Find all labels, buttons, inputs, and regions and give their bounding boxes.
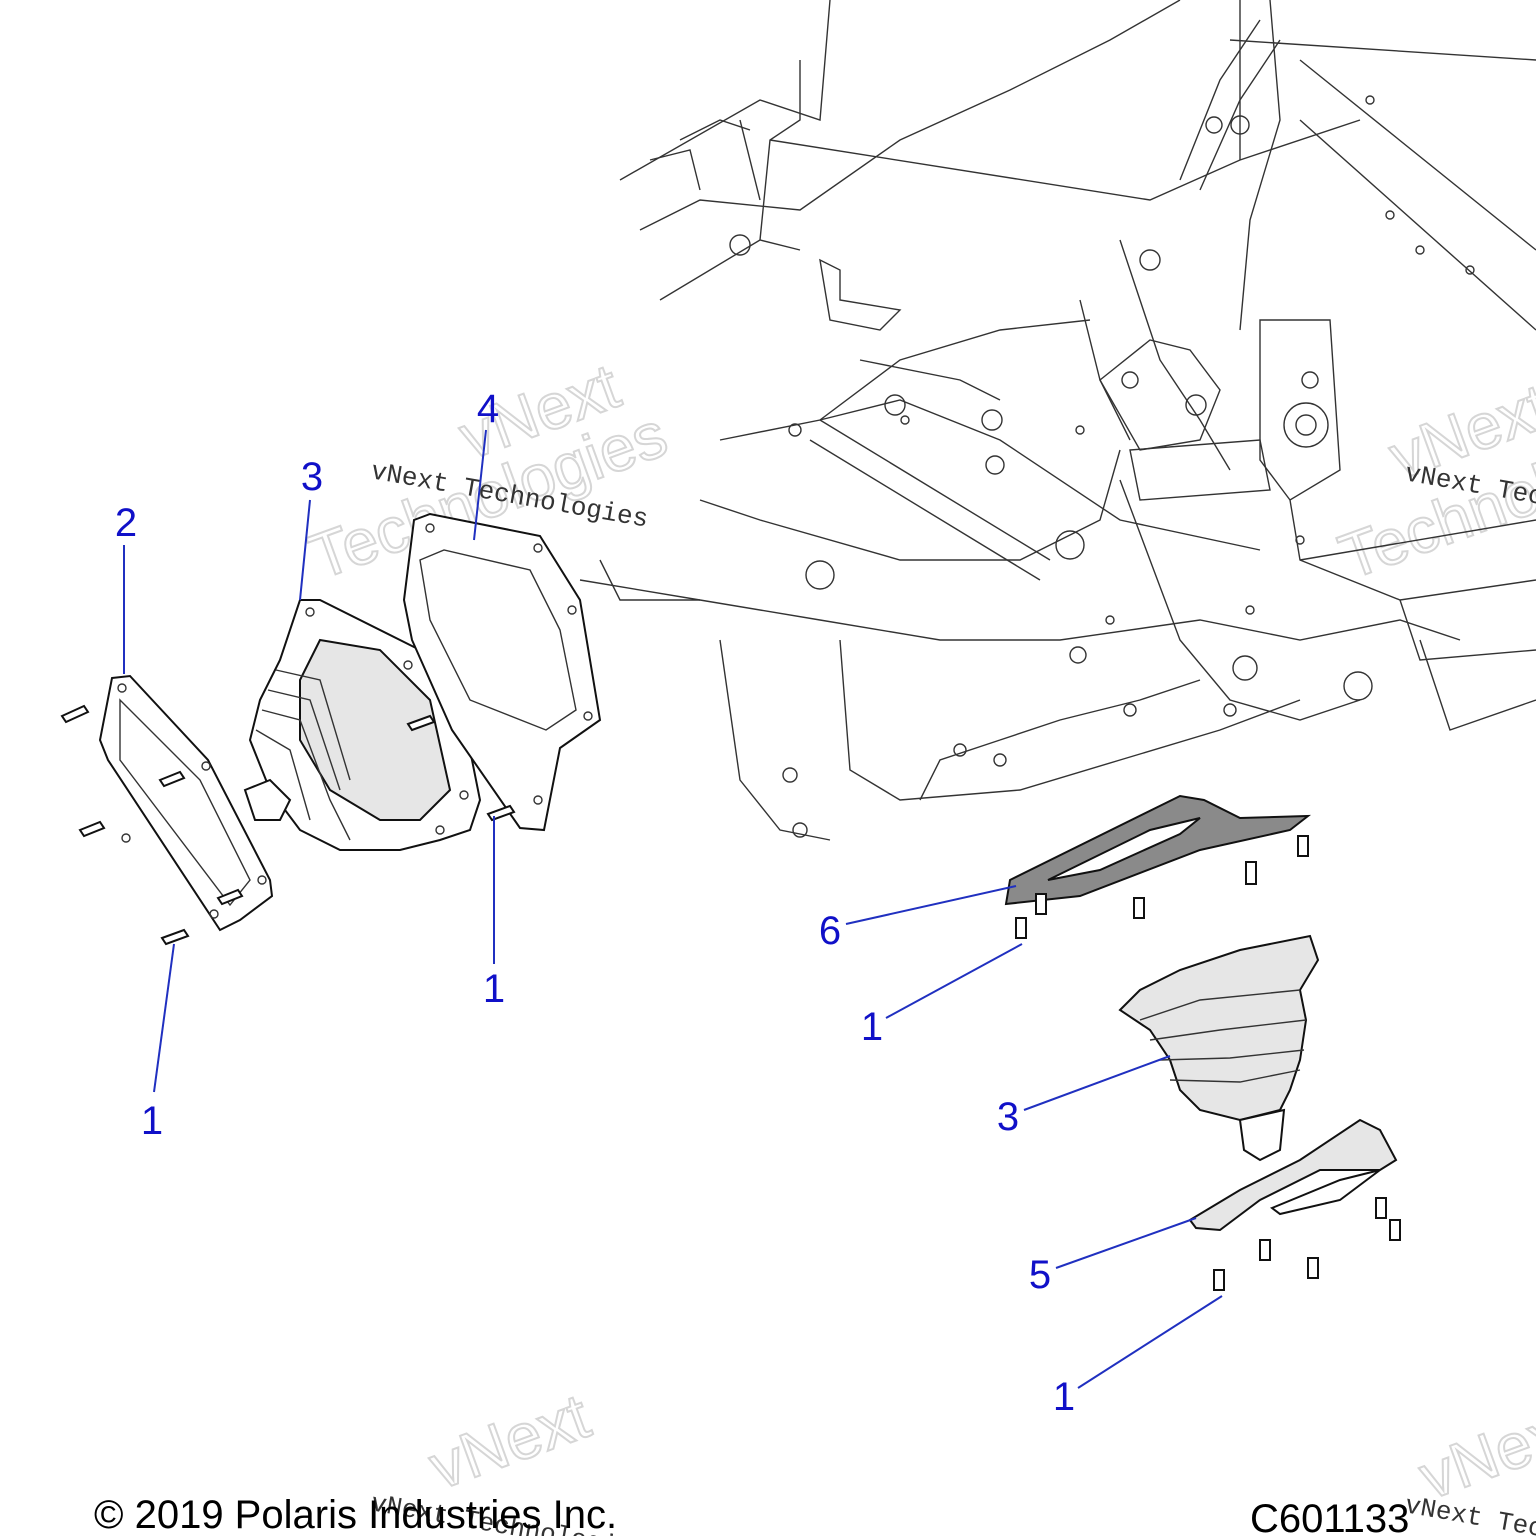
part-6-plate bbox=[1004, 794, 1312, 906]
part-4-gasket bbox=[402, 512, 602, 832]
callout-3-right: 3 bbox=[997, 1095, 1019, 1139]
callout-5: 5 bbox=[1029, 1253, 1051, 1297]
watermark-large-group: vNext Technologies vNext Technologies vN… bbox=[299, 348, 1536, 1514]
callout-1-right-lower: 1 bbox=[1053, 1375, 1075, 1419]
copyright-text: © 2019 Polaris Industries Inc. bbox=[94, 1493, 617, 1536]
callout-labels: 2 3 4 1 1 6 1 3 5 1 bbox=[115, 387, 1075, 1419]
part-2-flange-plate bbox=[98, 674, 274, 932]
part-3-boot-right bbox=[1118, 934, 1320, 1162]
watermark-large-vnext-3: vNext bbox=[420, 1379, 599, 1503]
right-bolts bbox=[1015, 835, 1401, 1291]
footer: © 2019 Polaris Industries Inc. C601133 bbox=[94, 1493, 1409, 1536]
callout-1-left-gasket: 1 bbox=[483, 967, 505, 1011]
diagram-code: C601133 bbox=[1250, 1497, 1409, 1536]
leader-lines bbox=[123, 429, 1223, 1389]
part-5-plate bbox=[1188, 1118, 1398, 1232]
callout-4: 4 bbox=[477, 387, 499, 431]
callout-1-left-plate: 1 bbox=[141, 1099, 163, 1143]
callout-2: 2 bbox=[115, 501, 137, 545]
chassis-frame bbox=[579, 0, 1536, 841]
callout-3-left: 3 bbox=[301, 455, 323, 499]
callout-6: 6 bbox=[819, 909, 841, 953]
callout-1-right-upper: 1 bbox=[861, 1005, 883, 1049]
